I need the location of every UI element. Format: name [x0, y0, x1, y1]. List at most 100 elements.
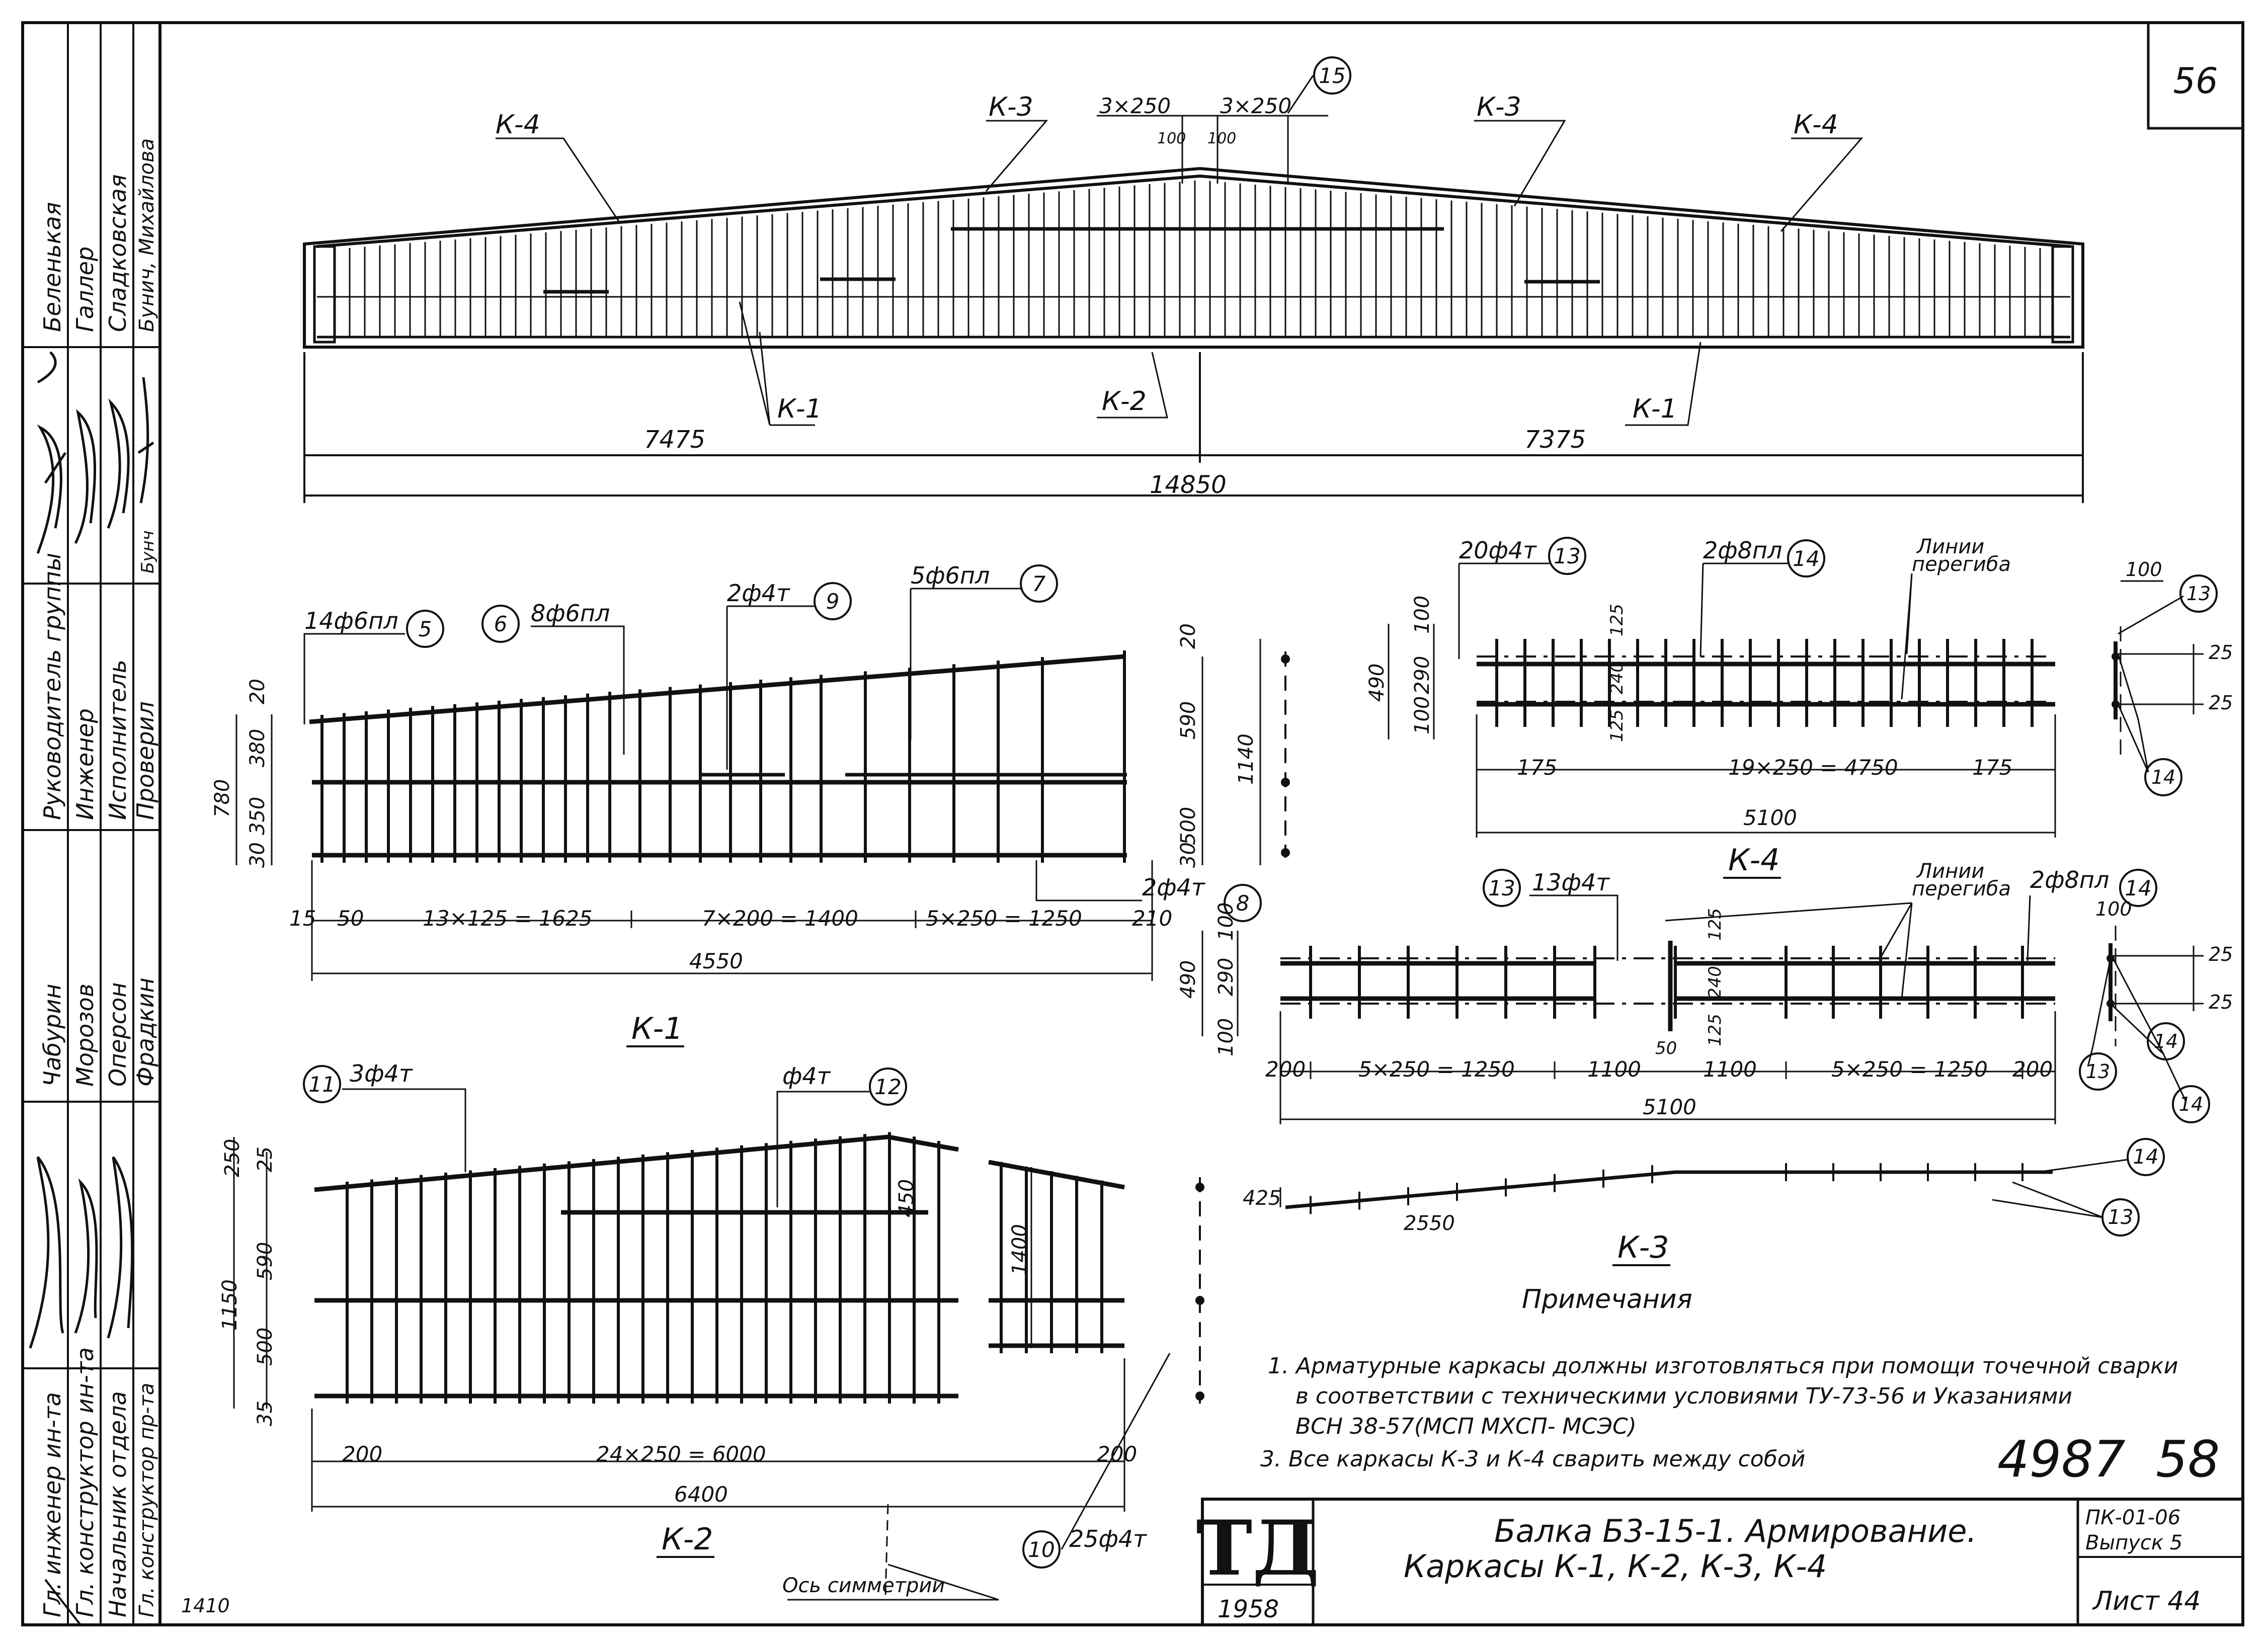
k3-elev-num-14: 14: [2133, 1145, 2159, 1169]
beam-label-k4-left: К-4: [496, 110, 540, 140]
k4-sec-num-13: 13: [2186, 583, 2211, 605]
k2-dim-200-left: 200: [342, 1442, 382, 1466]
notes-line-4: 3. Все каркасы К-3 и К-4 сварить между с…: [1260, 1446, 1805, 1472]
stamp-name-fradkin: Фрадкин: [132, 977, 159, 1087]
notes-title: Примечания: [1522, 1284, 1692, 1314]
stamp-name-galler: Галлер: [71, 246, 99, 332]
inventory-number: 4987: [1997, 1430, 2126, 1489]
k1-dim-50: 50: [337, 906, 364, 931]
k2-dim-590: 590: [254, 1242, 277, 1280]
beam-label-k3-right: К-3: [1477, 92, 1521, 122]
k2-dim-6400: 6400: [674, 1482, 728, 1507]
beam-dim-3x250-left: 3×250: [1099, 94, 1171, 118]
signatures: [29, 351, 154, 1626]
title-block-title-1: Балка Б3-15-1. Армирование.: [1494, 1513, 1977, 1549]
k3-elev-dim-2550: 2550: [1404, 1212, 1455, 1235]
k1-dim-right-20: 20: [1177, 623, 1200, 649]
k3-dim-1100-left: 1100: [1587, 1057, 1641, 1082]
stamp-bunich-mark: Бунч: [138, 530, 158, 573]
k4-dim-100-bot: 100: [1411, 696, 1434, 734]
sheet-number: 56: [2173, 60, 2218, 102]
beam-outline: [303, 167, 2084, 349]
k4-bend-label-2: перегиба: [1912, 553, 2011, 576]
k2-dim-450: 450: [895, 1179, 918, 1217]
k3-dim-100-top: 100: [1214, 902, 1238, 941]
k3-callout-13-text: 13ф4т: [1532, 869, 1610, 896]
beam-dimension-lines: [303, 352, 2084, 503]
k1-callout-9-text: 2ф4т: [727, 580, 790, 607]
notes-line-3: ВСН 38-57(МСП МХСП- МСЭС): [1295, 1414, 1637, 1439]
k4-callout-13-text: 20ф4т: [1459, 537, 1537, 564]
notes-line-1: 1. Арматурные каркасы должны изготовлять…: [1268, 1353, 2178, 1379]
k4-title: К-4: [1728, 843, 1779, 878]
k1-dim-210: 210: [1132, 906, 1172, 931]
k3-title: К-3: [1617, 1230, 1669, 1265]
stamp-name-bunich: Бунич, Михайлова: [135, 138, 158, 332]
k3-dim-5x250-left: 5×250 = 1250: [1358, 1057, 1515, 1082]
beam-label-k3-left: К-3: [989, 92, 1033, 122]
k2-callout-11-text: 3ф4т: [350, 1060, 413, 1087]
stamp-role-group-lead: Руководитель группы: [39, 553, 66, 820]
k2-dim-1150: 1150: [218, 1279, 241, 1331]
k1-dim-13x125: 13×125 = 1625: [423, 906, 593, 931]
k3-dim-100-bot: 100: [1214, 1018, 1238, 1056]
k4-dim-19x250: 19×250 = 4750: [1728, 755, 1898, 780]
k1-callout-5-text: 14ф6пл: [304, 607, 398, 634]
k2-callout-10-text: 25ф4т: [1069, 1525, 1147, 1552]
k2-stirrups: [346, 1132, 1103, 1404]
k1-dim-4550: 4550: [689, 949, 743, 973]
k3-bend-label-2: перегиба: [1912, 877, 2011, 900]
k3-elev-dim-425: 425: [1243, 1187, 1281, 1210]
stamp-name-belenkaya: Беленькая: [39, 202, 66, 332]
stamp-name-chaburin: Чабурин: [39, 984, 66, 1087]
k3-sec-dim-25-bot: 25: [2209, 991, 2233, 1013]
k1-dim-left-780: 780: [211, 779, 234, 817]
inventory-sheet: 58: [2156, 1430, 2220, 1489]
beam-label-k1-left: К-1: [777, 394, 822, 424]
k3-sec-num-14: 14: [2179, 1093, 2203, 1115]
cage-k4: 20ф4т 2ф8пл Линии перегиба 13 14 100 290…: [1365, 535, 2233, 879]
k1-dim-left-350: 350: [246, 797, 269, 835]
k1-dim-7x200: 7×200 = 1400: [702, 906, 858, 931]
k4-sec-dim-25-top: 25: [2209, 641, 2233, 664]
stamp-role-checked: Проверил: [132, 701, 159, 820]
k4-dim-125-top: 125: [1607, 604, 1627, 636]
title-block: ТД 1958 Балка Б3-15-1. Армирование. Карк…: [1196, 1498, 2244, 1626]
k3-dim-200-right: 200: [2012, 1057, 2053, 1082]
notes: Примечания 1. Арматурные каркасы должны …: [1260, 1284, 2220, 1489]
k2-dim-35: 35: [254, 1401, 277, 1426]
k4-stirrups: [1495, 639, 2034, 727]
k3-dim-125-top: 125: [1705, 908, 1725, 941]
k1-dim-5x250: 5×250 = 1250: [926, 906, 1082, 931]
stamp-name-morozov: Морозов: [71, 983, 99, 1087]
k2-dim-500: 500: [254, 1328, 277, 1366]
k2-callout-12-text: ф4т: [782, 1062, 831, 1090]
k4-dim-100-top: 100: [1411, 596, 1434, 634]
title-block-code: ПК-01-06: [2085, 1506, 2180, 1529]
sheet-number-box: 56: [2147, 21, 2244, 130]
k1-callout-6-num: 6: [494, 612, 508, 636]
k2-dim-24x250: 24×250 = 6000: [596, 1442, 766, 1466]
k3-dim-240: 240: [1705, 966, 1725, 999]
title-block-sheet: Лист 44: [2092, 1586, 2201, 1616]
k2-axis-label: Ось симметрии: [782, 1574, 945, 1597]
k3-dim-125-bot: 125: [1705, 1014, 1725, 1046]
k2-callout-11-num: 11: [308, 1072, 335, 1097]
k4-leaders: [1458, 562, 1913, 700]
k2-callout-12-num: 12: [874, 1075, 901, 1099]
k4-dim-5100: 5100: [1743, 805, 1797, 830]
beam-dim-7475: 7475: [644, 426, 705, 454]
bottom-left-number: 1410: [181, 1595, 230, 1617]
k1-callout-8-num: 8: [1236, 891, 1250, 916]
k4-bend-label-1: Линии: [1916, 535, 1984, 558]
k3-sec-num-13: 13: [2086, 1060, 2110, 1083]
k1-dim-15: 15: [289, 906, 316, 931]
title-block-title-2: Каркасы К-1, К-2, К-3, К-4: [1404, 1548, 1827, 1585]
title-block-logo: ТД: [1196, 1504, 1320, 1593]
title-block-issue: Выпуск 5: [2085, 1531, 2182, 1554]
title-block-year: 1958: [1218, 1595, 1279, 1623]
k1-dim-right-30: 30: [1177, 842, 1200, 868]
beam-label-k4-right: К-4: [1794, 110, 1838, 140]
k2-title: К-2: [662, 1522, 713, 1557]
